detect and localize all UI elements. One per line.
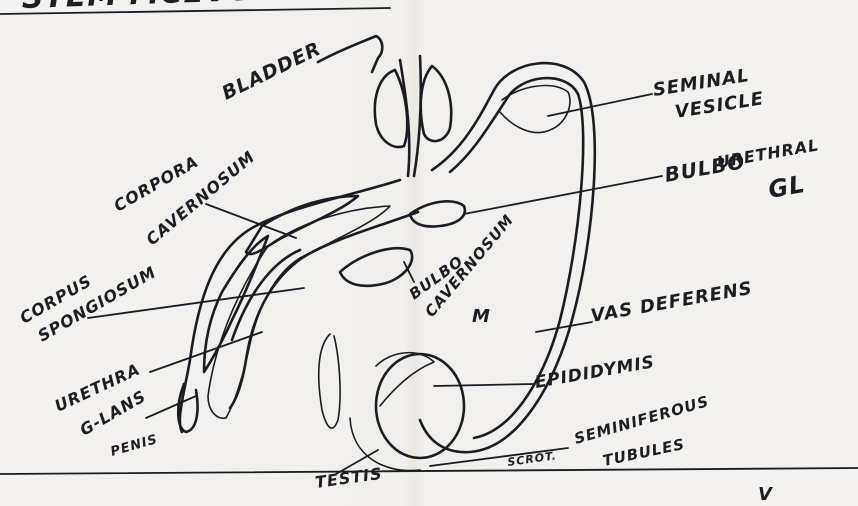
bladder-right-lobe [421,66,451,141]
leader-glans [146,396,196,418]
bladder-shape [318,36,382,72]
penis-tip-line [319,334,340,428]
label-epididymis: EPIDIDYMIS [533,352,656,393]
bulbo-cavernosum-muscle [340,248,412,286]
leader-vas-deferens [536,322,592,332]
scrotum-shape [350,418,420,471]
label-bulbo-urethral-3: GL [766,170,807,204]
label-penis: PENIS [109,432,160,460]
leader-seminal-vesicle [548,94,652,116]
leader-bulbo-urethral [464,176,662,214]
epididymis-shape [376,353,434,406]
page-rule-line [0,468,858,474]
label-scrot: SCROT. [507,449,558,469]
corner-mark: V [758,484,774,505]
label-vas-deferens: VAS DEFERENS [589,278,754,327]
urethra-tube [400,56,421,176]
label-testis: TESTIS [314,464,384,492]
heading-text: STEM MCEVVS [21,0,276,16]
label-bulbo-urethral-2: URETHRAL [715,135,820,172]
label-bladder: BLADDER [219,38,325,105]
leader-corpora [206,204,296,238]
leader-epididymis [434,384,534,386]
label-seminiferous-2: TUBULES [601,435,687,470]
label-seminiferous-1: SEMINIFEROUS [572,392,711,448]
vas-deferens-loop [420,63,595,452]
label-bulbo-cavernosum-3: M [472,306,491,327]
bulbo-urethral-gland [410,201,465,226]
